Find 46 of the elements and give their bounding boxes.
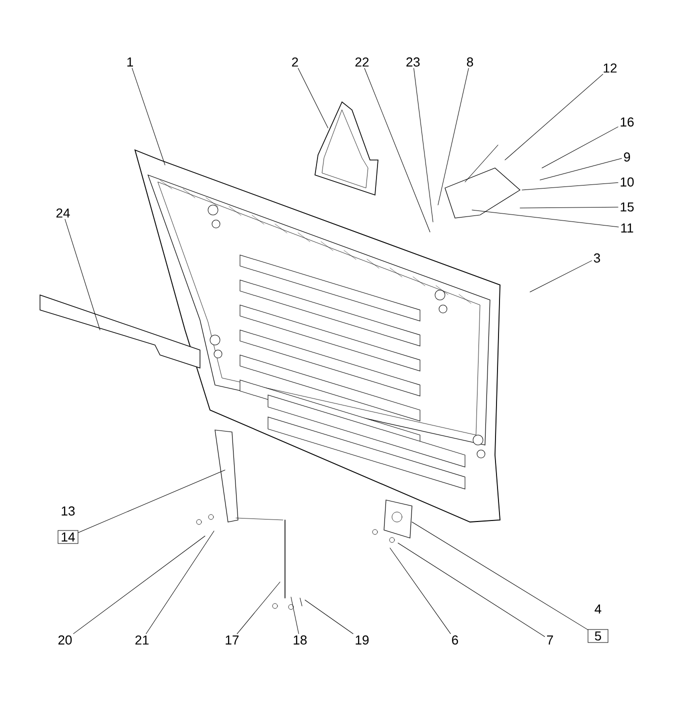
leader-line: [522, 182, 618, 190]
boxed-callout-number: 5: [588, 629, 608, 643]
leader-line: [412, 522, 588, 630]
callout-number: 24: [56, 208, 70, 218]
callout-number: 4: [594, 604, 602, 614]
leader-line: [504, 74, 604, 160]
boxed-callout-number: 14: [58, 530, 78, 544]
callout-number: 9: [624, 152, 630, 162]
callout-number: 20: [58, 635, 72, 645]
leader-line: [146, 530, 214, 634]
callout-number: 1: [127, 58, 133, 66]
leader-line: [298, 68, 328, 128]
leader-line: [390, 548, 451, 634]
leader-line: [73, 536, 206, 634]
leader-line: [472, 210, 619, 228]
leader-line: [132, 68, 166, 166]
callout-number: 22: [355, 57, 369, 67]
leader-line: [414, 68, 434, 222]
leader-line: [64, 218, 100, 330]
callout-number: 16: [620, 117, 634, 127]
leader-line: [236, 582, 280, 634]
leader-line: [520, 206, 618, 208]
leader-line: [304, 600, 354, 634]
callout-number: 10: [620, 177, 634, 187]
callout-number: 23: [406, 57, 420, 67]
leader-line: [542, 126, 618, 168]
callout-number: 3: [594, 253, 600, 263]
leader-line: [398, 542, 545, 637]
leader-line: [530, 260, 592, 292]
leader-line: [364, 68, 430, 232]
callout-number: 11: [621, 224, 634, 232]
callout-number: 6: [452, 635, 458, 645]
callout-number: 17: [226, 636, 239, 644]
callout-number: 8: [466, 57, 474, 67]
callout-number: 2: [292, 57, 298, 67]
callout-number: 7: [547, 636, 553, 644]
leader-line: [540, 158, 622, 180]
callout-number: 21: [135, 635, 149, 645]
callout-number: 18: [294, 635, 307, 645]
leader-line: [290, 596, 299, 634]
leader-line: [438, 68, 469, 206]
callout-number: 13: [62, 506, 75, 516]
callout-number: 15: [620, 202, 634, 212]
callout-number: 12: [604, 63, 617, 73]
callout-number: 19: [356, 635, 369, 645]
leader-line: [78, 470, 226, 533]
